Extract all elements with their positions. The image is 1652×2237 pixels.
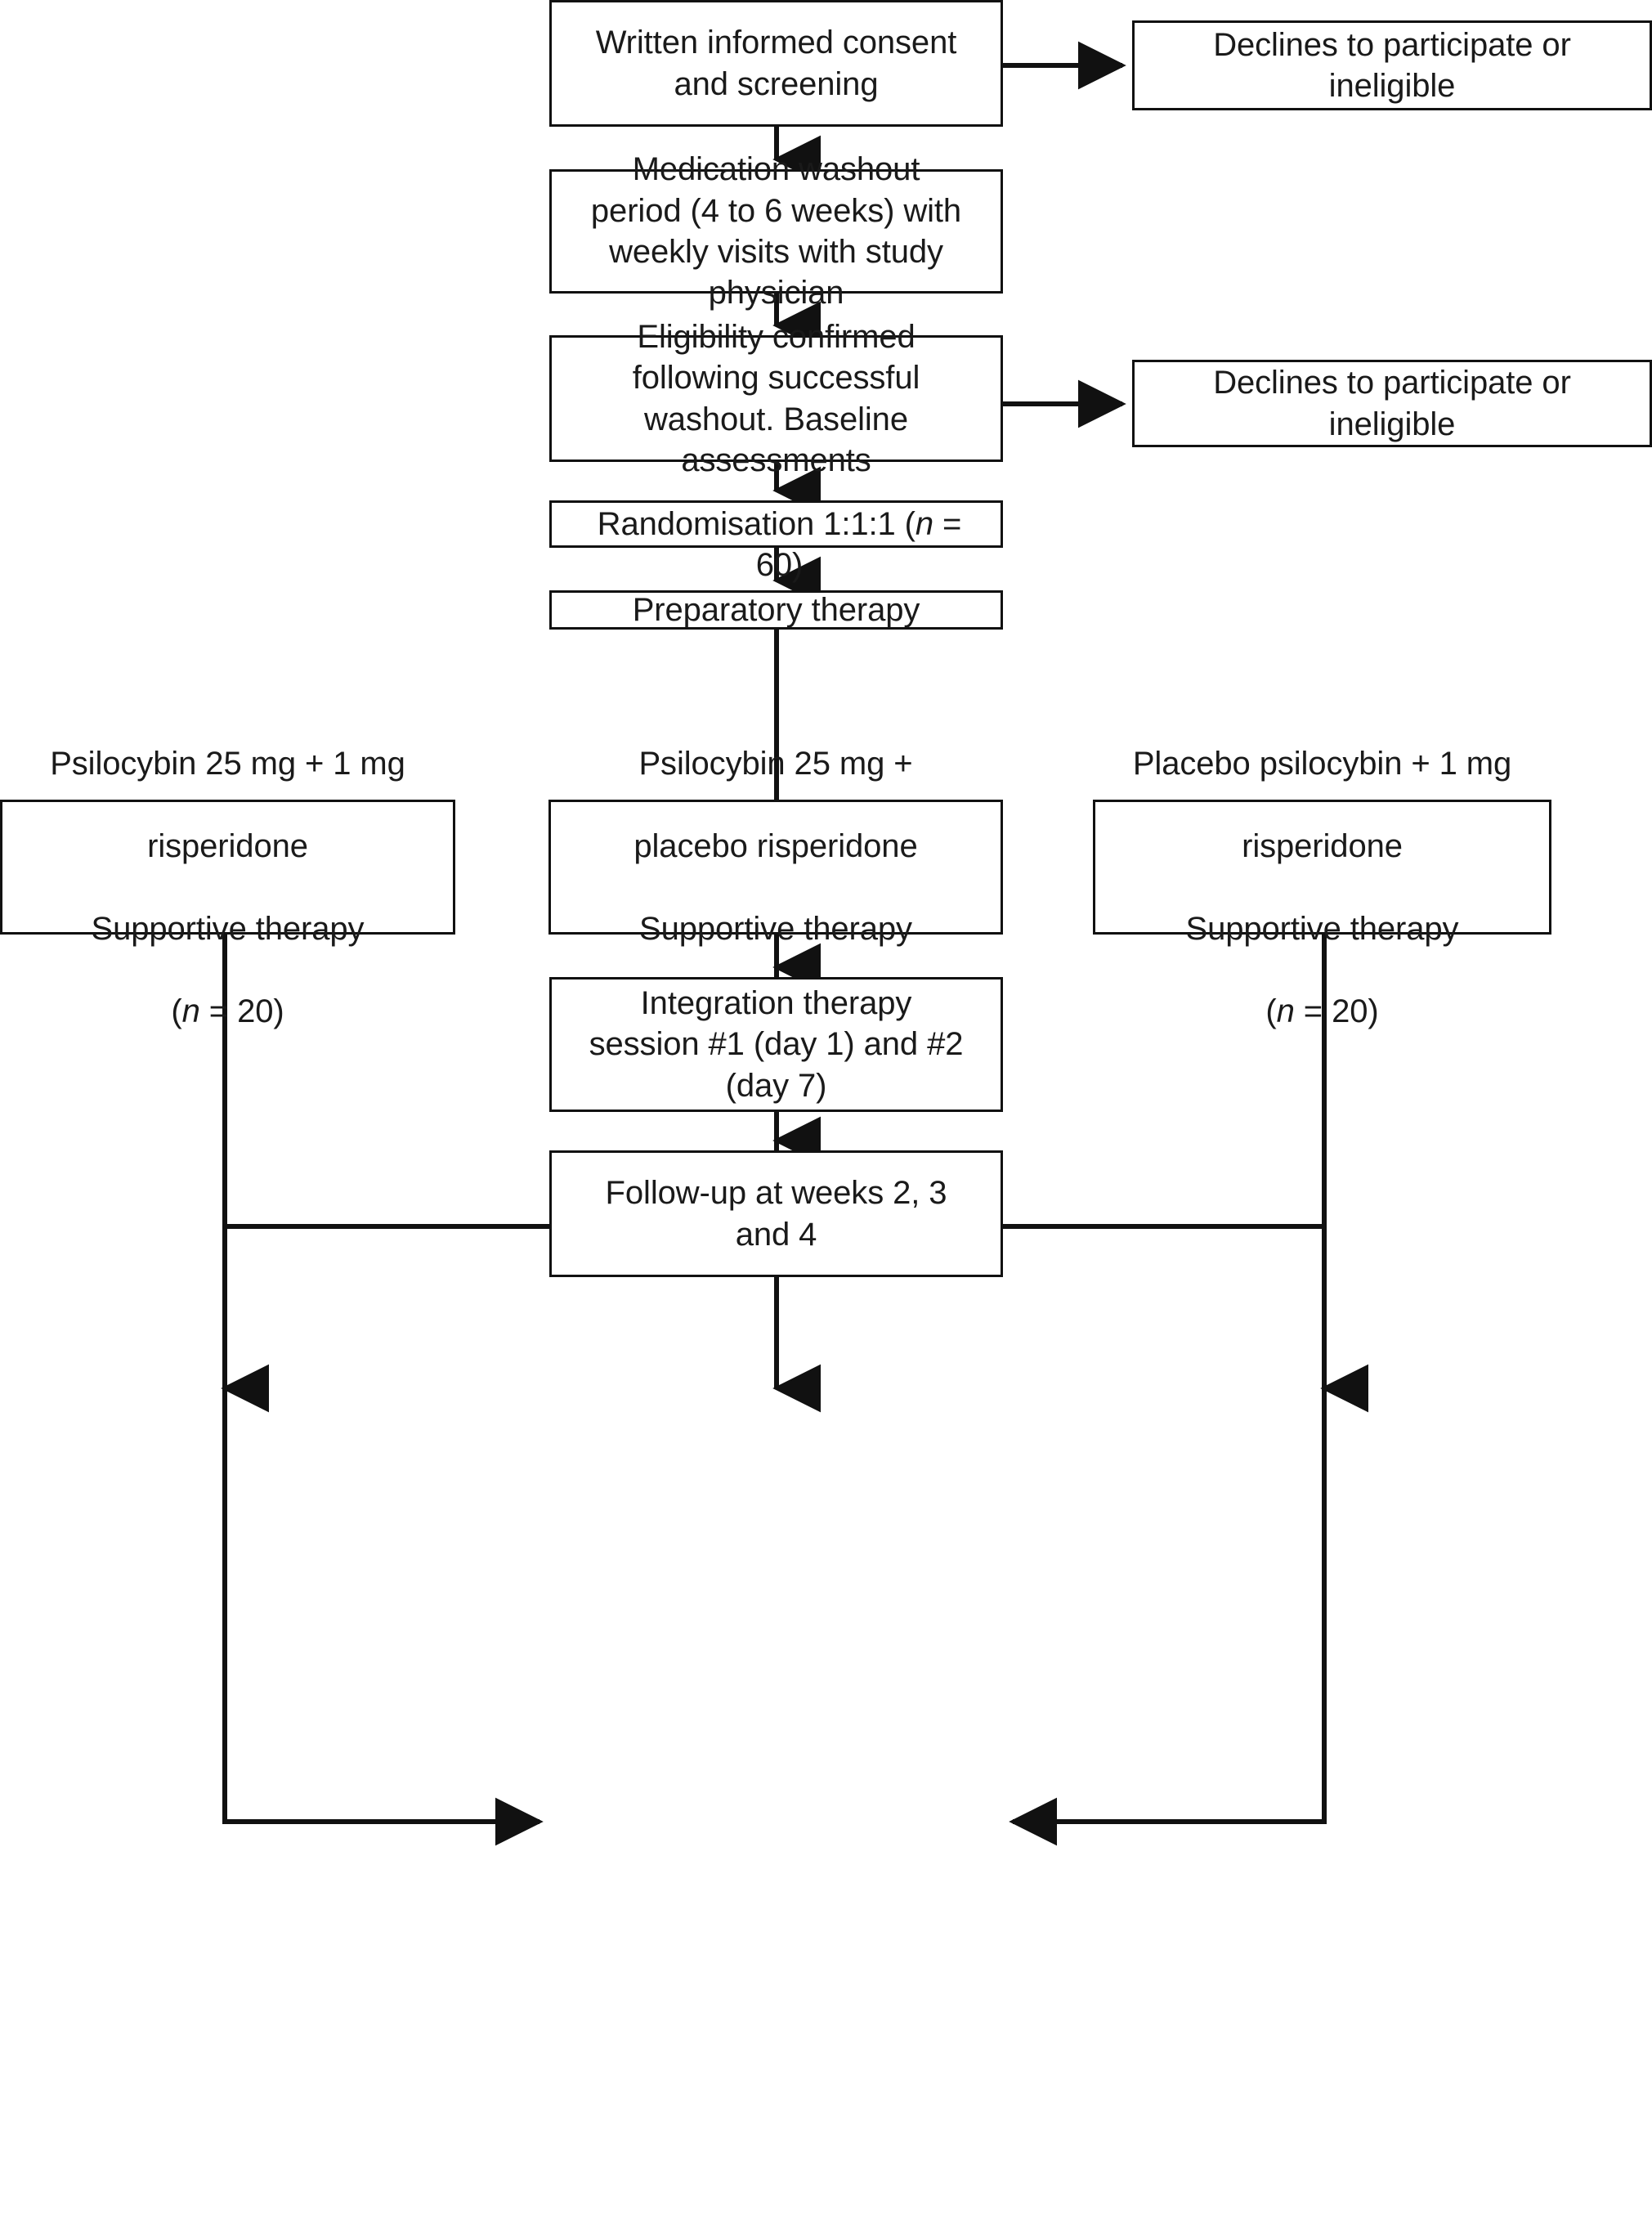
- arm-right-n-post: = 20): [1294, 993, 1379, 1029]
- arm-left-n-symbol: n: [181, 993, 200, 1029]
- randomisation-n-symbol: n: [915, 505, 934, 542]
- node-medication-washout[interactable]: Medication washout period (4 to 6 weeks)…: [549, 151, 1003, 311]
- arm-middle-line3: Supportive therapy: [639, 910, 912, 947]
- arm-left-line3: Supportive therapy: [91, 910, 365, 947]
- arm-middle-line1: Psilocybin 25 mg +: [638, 746, 913, 782]
- node-eligibility-confirmed-label: Eligibility confirmed following successf…: [632, 318, 920, 478]
- arm-right-line1: Placebo psilocybin + 1 mg: [1132, 746, 1512, 782]
- node-arm-placebo-psilocybin-risperidone-label: Placebo psilocybin + 1 mg risperidone Su…: [1133, 702, 1511, 1032]
- edge-arm-left-elbow: [222, 935, 544, 1846]
- node-preparatory-therapy[interactable]: Preparatory therapy: [549, 590, 1003, 630]
- node-arm-psilocybin-risperidone[interactable]: Psilocybin 25 mg + 1 mg risperidone Supp…: [0, 746, 455, 1029]
- node-declines-to-participate-2-label: Declines to participate or ineligible: [1213, 365, 1571, 442]
- node-integration-therapy[interactable]: Integration therapy session #1 (day 1) a…: [549, 977, 1003, 1112]
- node-preparatory-therapy-label: Preparatory therapy: [632, 591, 920, 628]
- node-randomisation[interactable]: Randomisation 1:1:1 (n = 60): [549, 500, 1003, 583]
- node-declines-to-participate-1-label: Declines to participate or ineligible: [1213, 26, 1571, 104]
- node-follow-up-label: Follow-up at weeks 2, 3 and 4: [605, 1175, 947, 1253]
- arm-left-line2: risperidone: [147, 828, 308, 865]
- node-written-informed-consent[interactable]: Written informed consent and screening: [549, 0, 1003, 127]
- node-declines-to-participate-1[interactable]: Declines to participate or ineligible: [1132, 20, 1652, 110]
- node-declines-to-participate-2[interactable]: Declines to participate or ineligible: [1132, 360, 1652, 447]
- node-follow-up[interactable]: Follow-up at weeks 2, 3 and 4: [549, 1150, 1003, 1277]
- node-medication-washout-label: Medication washout period (4 to 6 weeks)…: [590, 151, 962, 312]
- node-arm-placebo-psilocybin-risperidone[interactable]: Placebo psilocybin + 1 mg risperidone Su…: [1093, 746, 1551, 1029]
- arm-right-n-symbol: n: [1276, 993, 1295, 1029]
- node-eligibility-confirmed[interactable]: Eligibility confirmed following successf…: [549, 319, 1003, 478]
- arm-right-line2: risperidone: [1242, 828, 1403, 865]
- node-written-informed-consent-label: Written informed consent and screening: [595, 25, 957, 102]
- node-arm-psilocybin-risperidone-label: Psilocybin 25 mg + 1 mg risperidone Supp…: [50, 702, 405, 1032]
- arm-right-line3: Supportive therapy: [1185, 910, 1459, 947]
- arm-left-line1: Psilocybin 25 mg + 1 mg: [50, 746, 405, 782]
- arm-left-n-post: = 20): [199, 993, 284, 1029]
- arm-middle-line2: placebo risperidone: [633, 828, 918, 865]
- node-arm-psilocybin-placebo-risperidone[interactable]: Psilocybin 25 mg + placebo risperidone S…: [548, 746, 1003, 1029]
- randomisation-text-pre: Randomisation 1:1:1 (: [597, 505, 916, 542]
- node-randomisation-label: Randomisation 1:1:1 (n = 60): [570, 462, 989, 585]
- arm-left-n-pre: (: [171, 993, 182, 1029]
- arm-right-n-pre: (: [1265, 993, 1277, 1029]
- node-integration-therapy-label: Integration therapy session #1 (day 1) a…: [589, 984, 964, 1104]
- edge-arm-right-elbow: [1009, 935, 1327, 1846]
